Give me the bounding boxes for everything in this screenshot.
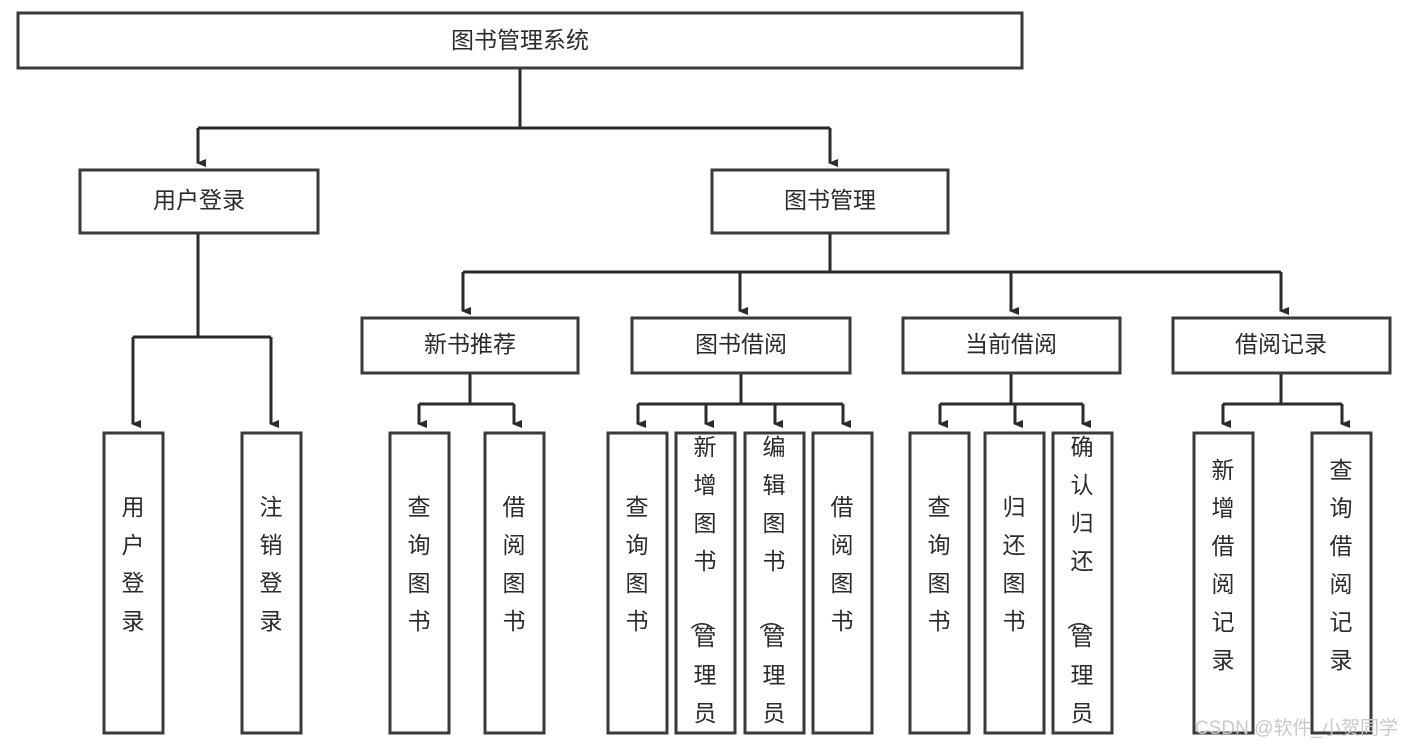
- leaf-node[interactable]: 编辑图书（管理员）: [743, 431, 806, 747]
- leaf-node[interactable]: 查询图书: [388, 431, 451, 735]
- connector-group-user-login: [131, 233, 279, 428]
- node-current-borrow[interactable]: 当前借阅: [901, 316, 1122, 375]
- node-new-book-recommend-label: 新书推荐: [424, 331, 516, 357]
- node-book-borrow-box[interactable]: [630, 316, 852, 375]
- connector-group-book-manage: [461, 233, 1289, 315]
- connector-group-root: [196, 68, 838, 167]
- node-book-borrow-label: 图书借阅: [695, 331, 787, 357]
- leaf-box[interactable]: [983, 431, 1046, 735]
- leaf-label: 编辑图书（管理员）: [758, 434, 786, 747]
- leaf-node[interactable]: 新增借阅记录: [1192, 431, 1255, 735]
- node-new-book-recommend-box[interactable]: [360, 316, 580, 375]
- connector-group-current-borrow: [938, 373, 1091, 428]
- node-borrow-record-label: 借阅记录: [1235, 331, 1327, 357]
- leaf-node[interactable]: 注销登录: [240, 431, 303, 735]
- leaf-box[interactable]: [1310, 431, 1373, 735]
- leaf-box[interactable]: [606, 431, 669, 735]
- leaf-node[interactable]: 新增图书（管理员）: [674, 431, 737, 747]
- leaf-label: 借阅图书: [503, 494, 526, 634]
- node-root[interactable]: 图书管理系统: [16, 11, 1024, 70]
- connector-group-book-borrow: [636, 373, 851, 428]
- connector-group-new-book: [417, 373, 522, 428]
- node-current-borrow-box[interactable]: [901, 316, 1122, 375]
- leaf-box[interactable]: [1051, 431, 1114, 735]
- node-book-manage-label: 图书管理: [784, 187, 876, 213]
- leaf-node[interactable]: 归还图书: [983, 431, 1046, 735]
- leaf-box[interactable]: [908, 431, 971, 735]
- leaf-node[interactable]: 查询图书: [606, 431, 669, 735]
- leaf-box[interactable]: [240, 431, 303, 735]
- leaf-label: 查询图书: [928, 494, 951, 634]
- leaf-label: 归还图书: [1003, 494, 1026, 634]
- node-new-book-recommend[interactable]: 新书推荐: [360, 316, 580, 375]
- node-root-box[interactable]: [16, 11, 1024, 70]
- leaf-node[interactable]: 借阅图书: [811, 431, 874, 735]
- node-borrow-record-box[interactable]: [1171, 316, 1392, 375]
- leaf-label: 查询图书: [626, 494, 649, 634]
- leaf-label: 新增借阅记录: [1212, 457, 1235, 673]
- node-book-manage[interactable]: 图书管理: [710, 168, 950, 235]
- leaf-label: 查询借阅记录: [1330, 457, 1353, 673]
- leaf-node[interactable]: 借阅图书: [483, 431, 546, 735]
- leaf-label: 借阅图书: [831, 494, 854, 634]
- leaf-box[interactable]: [811, 431, 874, 735]
- leaf-box[interactable]: [1192, 431, 1255, 735]
- leaf-label: 确认归还（管理员）: [1066, 434, 1094, 747]
- node-user-login-label: 用户登录: [153, 187, 245, 213]
- leaf-box[interactable]: [743, 431, 806, 735]
- leaf-box[interactable]: [483, 431, 546, 735]
- leaf-label: 查询图书: [408, 494, 431, 634]
- node-book-manage-box[interactable]: [710, 168, 950, 235]
- node-book-borrow[interactable]: 图书借阅: [630, 316, 852, 375]
- node-borrow-record[interactable]: 借阅记录: [1171, 316, 1392, 375]
- leaf-node[interactable]: 查询借阅记录: [1310, 431, 1373, 735]
- leaf-box[interactable]: [102, 431, 165, 735]
- leaf-node[interactable]: 用户登录: [102, 431, 165, 735]
- leaf-node[interactable]: 查询图书: [908, 431, 971, 735]
- node-current-borrow-label: 当前借阅: [965, 331, 1057, 357]
- node-user-login-box[interactable]: [78, 168, 320, 235]
- csdn-watermark: CSDN @软件_小贺同学: [1195, 717, 1398, 739]
- node-user-login[interactable]: 用户登录: [78, 168, 320, 235]
- leaf-box[interactable]: [388, 431, 451, 735]
- leaf-label: 注销登录: [260, 494, 283, 634]
- leaf-node[interactable]: 确认归还（管理员）: [1051, 431, 1114, 747]
- node-root-label: 图书管理系统: [451, 27, 589, 53]
- connector-group-borrow-record: [1221, 373, 1350, 428]
- leaf-box[interactable]: [674, 431, 737, 735]
- leaf-label: 新增图书（管理员）: [689, 434, 717, 747]
- leaf-label: 用户登录: [122, 494, 145, 634]
